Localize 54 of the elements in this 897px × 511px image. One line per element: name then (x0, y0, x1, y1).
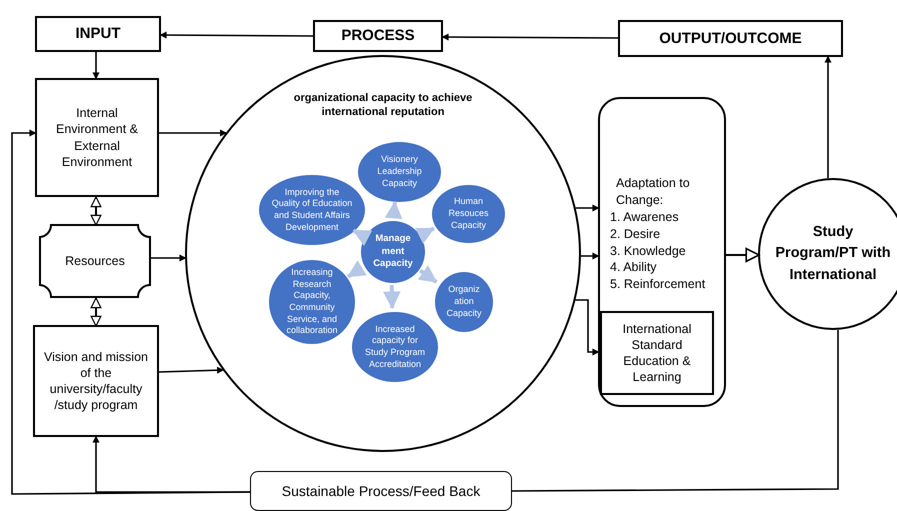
arrow (383, 284, 400, 308)
list-item: 2. Desire (610, 226, 660, 242)
arrow (576, 299, 600, 356)
arrow (442, 34, 618, 40)
node-label: Vision and mission of the university/faculty /study program (43, 348, 149, 414)
node-label: PROCESS (341, 26, 415, 46)
double-arrow (90, 196, 102, 226)
node-label: Manage ment Capacity (372, 233, 414, 271)
output-box (618, 20, 843, 57)
arrow (159, 130, 227, 136)
arrow (92, 52, 100, 80)
node-label: Internal Environment & External Environment (55, 105, 139, 170)
adaptation-box (598, 97, 726, 407)
node-label: Adaptation to Change: (616, 175, 691, 209)
process-box (313, 20, 443, 52)
arrow (158, 366, 224, 374)
feedback-box (250, 471, 512, 511)
arrow (160, 32, 313, 38)
capacity-circle (185, 55, 581, 452)
node-label: Increasing Research Capacity, Community Service, and collaboration (285, 266, 339, 338)
resource-box (39, 224, 151, 298)
arrow (418, 266, 438, 284)
arrow (352, 228, 372, 246)
double-arrow (90, 297, 102, 327)
arrow (151, 254, 186, 262)
node-label: Improving the Quality of Education and Student Affairs Development (271, 186, 353, 234)
node-label: Study Program/PT with International (774, 223, 892, 284)
node-label: Resources (65, 252, 125, 270)
node-label: OUTPUT/OUTCOME (659, 28, 802, 48)
list-item: 3. Knowledge (610, 242, 686, 260)
standard-box (600, 311, 714, 395)
list-item: 1. Awarenes (610, 208, 679, 226)
node-label: International Standard Education & Learning (622, 320, 692, 386)
arrow (347, 260, 366, 278)
node-label: Increased capacity for Study Program Accreditation (364, 324, 426, 370)
arrow (92, 436, 250, 493)
process-box (33, 325, 159, 437)
node-label: INPUT (76, 24, 120, 44)
node-label: Visionery Leadership Capacity (376, 154, 423, 190)
list-item: 5. Reinforcement (610, 276, 706, 294)
arrow (824, 56, 832, 178)
process-box (35, 78, 159, 197)
node-label: Organiz ation Capacity (446, 284, 482, 320)
node-label: Human Resouces Capacity (447, 196, 490, 232)
input-box (35, 16, 161, 52)
arrow (385, 201, 402, 220)
list-item: 4. Ability (610, 259, 657, 276)
arrow (580, 252, 600, 260)
arrow (726, 248, 760, 262)
arrow (415, 226, 435, 244)
node-label: Sustainable Process/Feed Back (282, 482, 480, 500)
arrow (576, 204, 600, 212)
connector-line (511, 330, 839, 492)
node-label: organizational capacity to achieve international reputation (292, 91, 474, 120)
